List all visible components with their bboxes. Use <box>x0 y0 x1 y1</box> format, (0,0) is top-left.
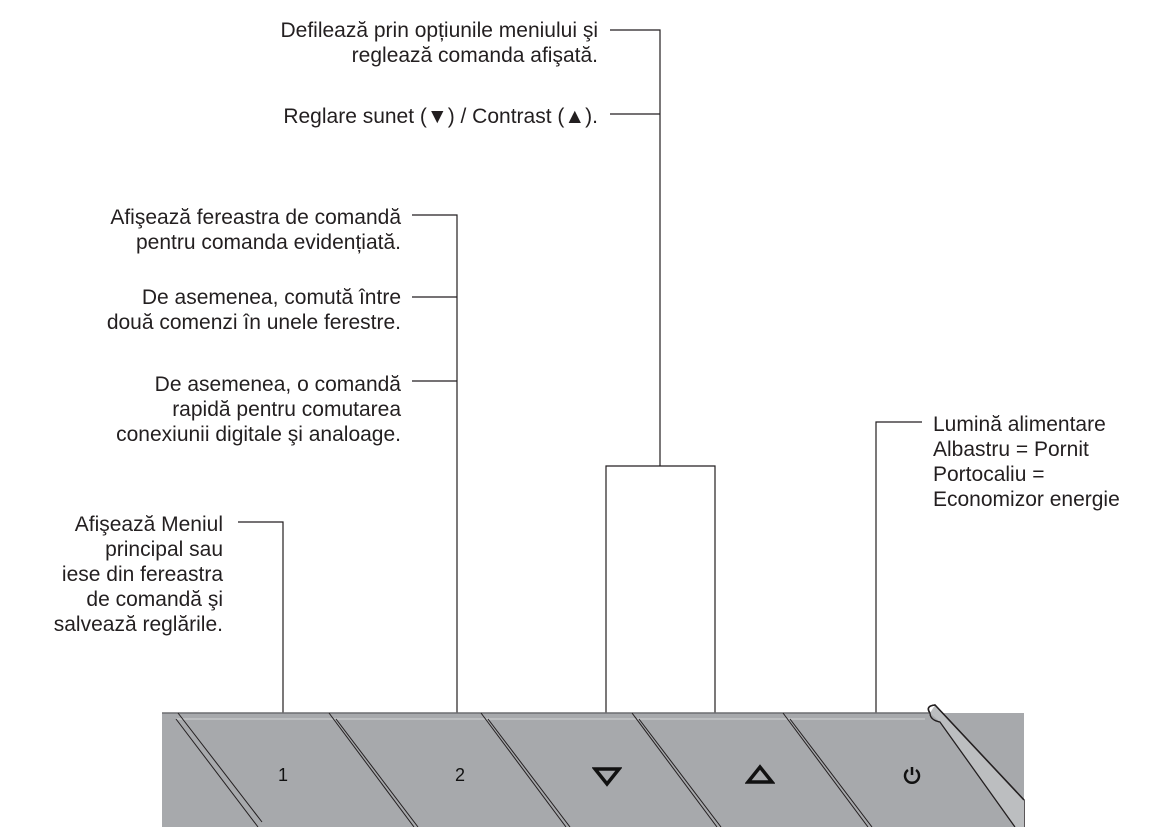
callout-power-light: Lumină alimentare Albastru = Pornit Port… <box>933 413 1120 511</box>
callout-toggle: De asemenea, comută între două comenzi î… <box>106 286 401 334</box>
callout-scroll-menu: Defilează prin opțiunile meniului şi reg… <box>280 19 598 67</box>
button-1[interactable]: 1 <box>277 765 289 785</box>
leader-box <box>605 465 716 713</box>
leader-main-menu <box>238 521 284 713</box>
button-panel <box>162 704 1060 827</box>
panel-body <box>162 713 1024 827</box>
callout-quick-switch: De asemenea, o comandă rapidă pentru com… <box>116 373 401 446</box>
button-2[interactable]: 2 <box>454 765 466 785</box>
panel-edge-bg <box>1024 713 1060 827</box>
leader-lines <box>238 29 922 713</box>
leader-power <box>875 421 922 713</box>
up-triangle-icon[interactable] <box>744 764 776 791</box>
leader-show-window <box>412 214 458 713</box>
callout-show-window: Afişează fereastra de comandă pentru com… <box>110 206 401 254</box>
down-triangle-icon[interactable] <box>591 765 623 792</box>
callout-main-menu: Afişează Meniul principal sau iese din f… <box>53 513 223 636</box>
callout-sound-contrast: Reglare sunet (▼) / Contrast (▲). <box>283 105 598 128</box>
power-icon[interactable] <box>902 764 922 791</box>
leader-scroll <box>610 29 661 466</box>
button-separators <box>175 712 873 827</box>
